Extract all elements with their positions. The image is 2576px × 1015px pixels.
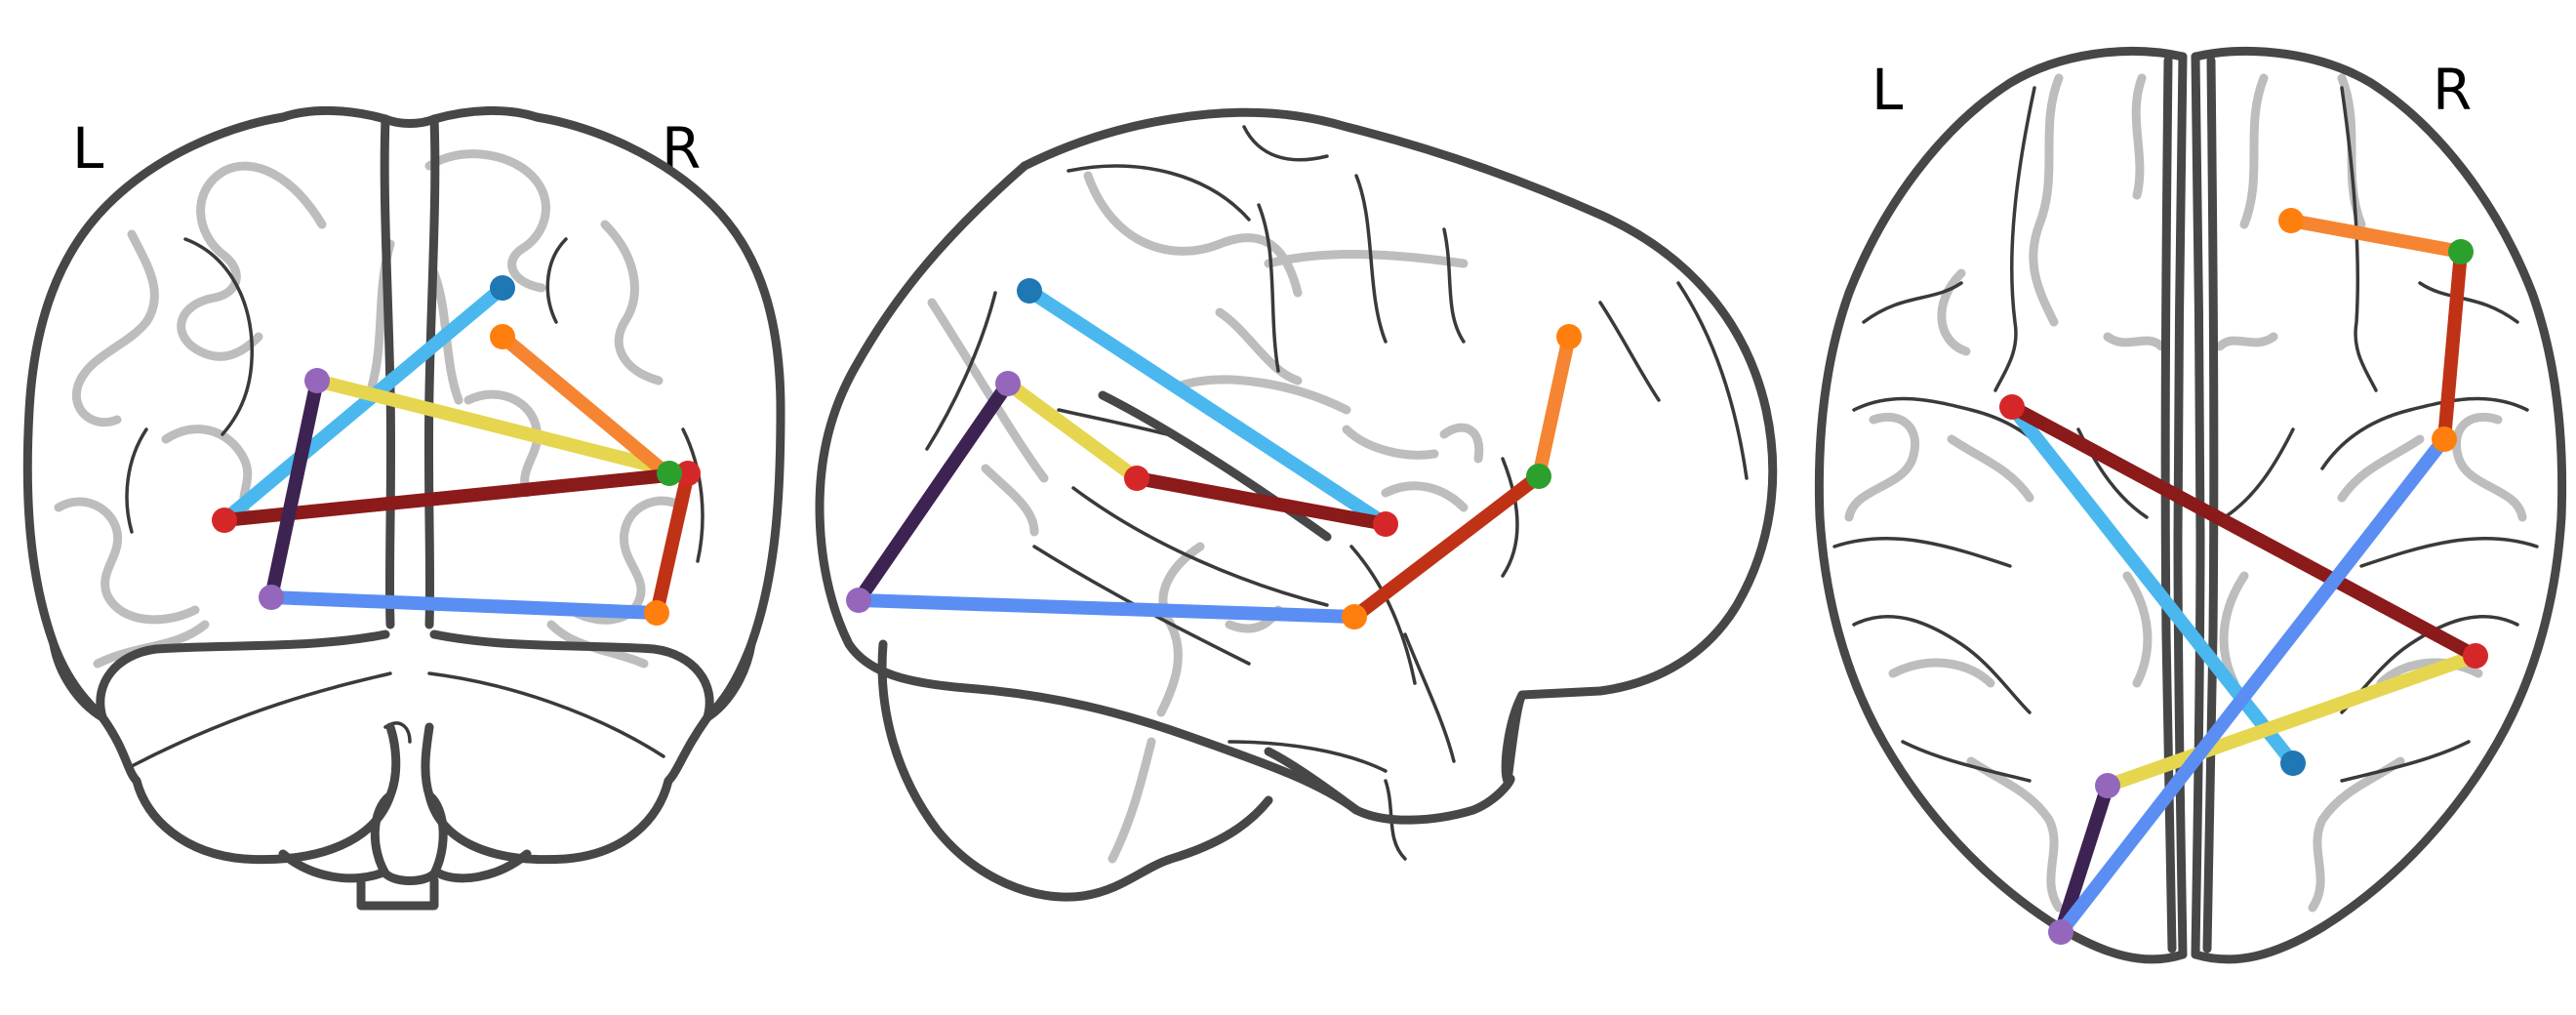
sagittal-edge-2 bbox=[1008, 384, 1137, 478]
coronal-node-4 bbox=[212, 508, 237, 533]
sagittal-node-8 bbox=[846, 588, 871, 613]
axial-edge-6 bbox=[2444, 252, 2461, 439]
axial-view bbox=[1819, 51, 2561, 959]
sagittal-edge-5 bbox=[859, 384, 1008, 600]
sagittal-view bbox=[820, 112, 1773, 897]
coronal-edge-5 bbox=[271, 381, 317, 597]
axial-node-2 bbox=[2448, 239, 2474, 264]
sagittal-node-7 bbox=[1342, 604, 1367, 629]
sagittal-node-1 bbox=[1017, 278, 1042, 304]
axial-node-5 bbox=[2463, 643, 2488, 669]
sagittal-gyri bbox=[932, 176, 1479, 859]
axial-node-4 bbox=[2432, 426, 2457, 452]
coronal-edge-7 bbox=[271, 597, 657, 613]
sagittal-node-6 bbox=[1526, 464, 1551, 489]
sagittal-node-2 bbox=[1556, 324, 1582, 349]
sagittal-node-5 bbox=[1373, 511, 1398, 537]
sagittal-node-3 bbox=[995, 371, 1021, 396]
axial-node-7 bbox=[2095, 773, 2120, 798]
coronal-view bbox=[27, 110, 781, 906]
axial-node-6 bbox=[2280, 751, 2306, 776]
coronal-node-8 bbox=[644, 600, 669, 626]
coronal-edge-6 bbox=[657, 473, 688, 613]
coronal-node-5 bbox=[259, 585, 284, 610]
axial-edge-1 bbox=[2012, 407, 2293, 763]
coronal-node-1 bbox=[490, 275, 515, 301]
coronal-node-7 bbox=[657, 461, 682, 486]
coronal-edge-1 bbox=[224, 288, 503, 520]
sagittal-edge-3 bbox=[1539, 337, 1569, 476]
coronal-node-3 bbox=[304, 368, 330, 393]
axial-node-1 bbox=[2278, 208, 2304, 233]
sagittal-edge-7 bbox=[859, 600, 1354, 617]
axial-edge-3 bbox=[2291, 221, 2461, 252]
sagittal-node-4 bbox=[1124, 466, 1149, 491]
axial-node-3 bbox=[1999, 394, 2025, 420]
coronal-node-2 bbox=[490, 324, 515, 349]
axial-node-8 bbox=[2048, 919, 2073, 945]
